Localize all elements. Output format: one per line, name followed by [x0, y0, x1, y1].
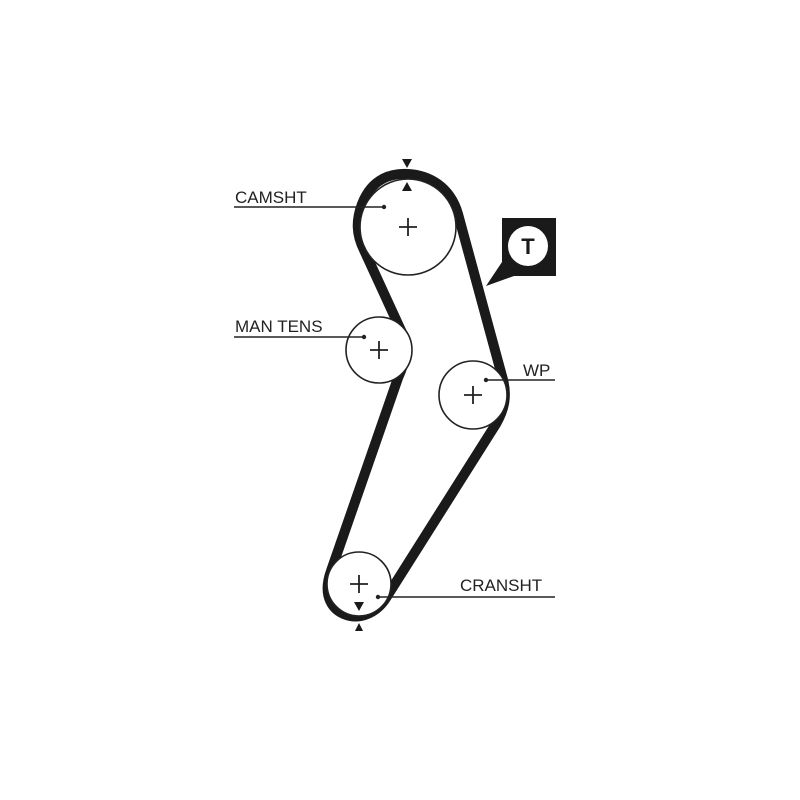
water-pump-label: WP — [523, 361, 550, 380]
camshaft-timing-mark-top — [402, 159, 412, 168]
water-pump-center-icon — [464, 386, 482, 404]
camshaft-center-icon — [399, 218, 417, 236]
water-pump-leader — [483, 377, 555, 383]
camshaft-pulley — [359, 178, 457, 276]
camshaft-label: CAMSHT — [235, 188, 307, 207]
crankshaft-label: CRANSHT — [460, 576, 542, 595]
crankshaft-pulley — [326, 551, 392, 617]
manual-tensioner-label: MAN TENS — [235, 317, 323, 336]
tensioner-badge-letter: T — [521, 234, 535, 259]
tensioner-leader — [234, 334, 367, 340]
crankshaft-center-icon — [350, 575, 368, 593]
manual-tensioner-pulley — [345, 316, 413, 384]
camshaft-leader — [234, 204, 387, 210]
water-pump-pulley — [438, 360, 508, 430]
crankshaft-timing-mark-top — [354, 602, 364, 611]
crankshaft-leader — [375, 594, 555, 600]
tensioner-badge-icon: T — [486, 218, 556, 286]
crankshaft-timing-mark-bottom — [355, 623, 363, 631]
camshaft-timing-mark-bottom — [402, 182, 412, 191]
tensioner-center-icon — [370, 341, 388, 359]
